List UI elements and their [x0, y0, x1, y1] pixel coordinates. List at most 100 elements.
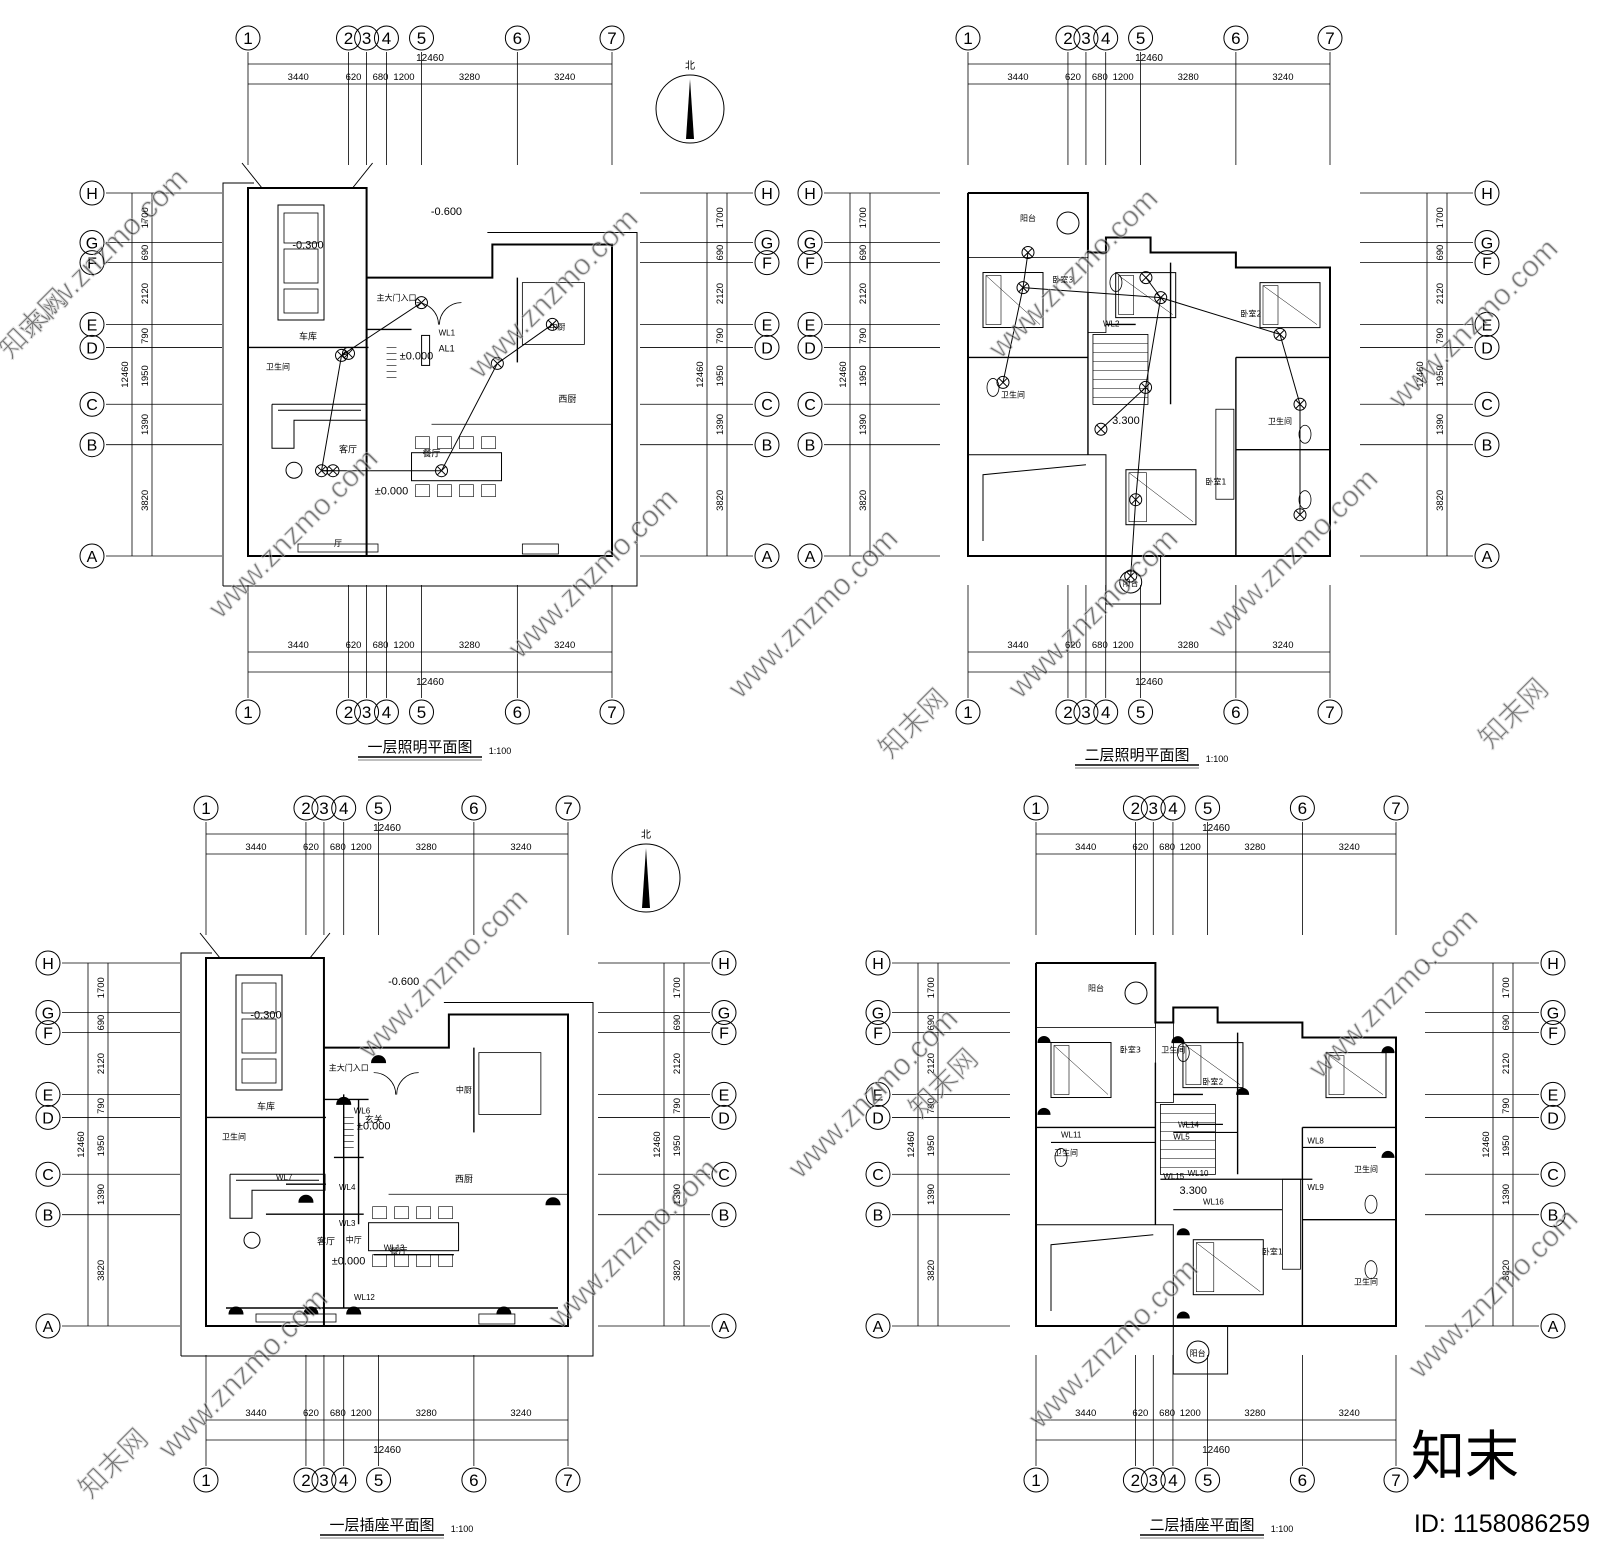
dimension-value: 3280: [416, 842, 437, 853]
dimension-value: 1700: [96, 977, 107, 998]
grid-row-label: C: [86, 397, 98, 414]
dimension-value: 1390: [140, 414, 151, 435]
grid-row-label: F: [43, 1026, 53, 1043]
grid-row-label: C: [761, 397, 773, 414]
grid-bubble: [35, 1202, 61, 1228]
room-label: 阳台: [1088, 983, 1104, 993]
grid-row-label: H: [718, 956, 730, 973]
toilet-icon: [1364, 1260, 1378, 1280]
room-label: 玄关: [365, 1113, 383, 1125]
socket-icon: [496, 1306, 512, 1315]
grid-column-label: 4: [339, 1471, 348, 1490]
dimension-value: 1390: [672, 1184, 683, 1205]
grid-row-label: F: [1548, 1026, 1558, 1043]
dimension-total: 12460: [906, 1131, 917, 1157]
circuit-label: WL9: [1307, 1183, 1324, 1192]
socket-icon: [303, 1306, 319, 1315]
corner-logo: 知末: [1411, 1425, 1519, 1488]
exterior-wall: [323, 1013, 569, 1327]
light-fixture-icon: [996, 375, 1010, 389]
plan-line: [1328, 1055, 1384, 1095]
dimension-value: 620: [1065, 640, 1081, 651]
grid-bubble: [1128, 25, 1154, 51]
watermark-logo: 知末网: [1472, 672, 1555, 755]
dimension-value: 790: [1435, 328, 1446, 344]
plan-rect: [241, 1058, 277, 1084]
grid-row-label: C: [804, 397, 816, 414]
grid-row-label: B: [719, 1208, 730, 1225]
grid-bubble: [1073, 699, 1099, 725]
grid-row-label: B: [1548, 1208, 1559, 1225]
socket-icon: [298, 1194, 314, 1203]
dimension-value: 1700: [1435, 207, 1446, 228]
door-swing: [373, 1072, 397, 1095]
dimension-value: 680: [1092, 640, 1108, 651]
grid-bubble: [1055, 25, 1081, 51]
dimension-value: 790: [1501, 1098, 1512, 1114]
grid-row-label: H: [86, 186, 98, 203]
level-mark: -0.300: [292, 240, 323, 252]
grid-bubble: [331, 1467, 357, 1493]
grid-column-label: 3: [1149, 1471, 1158, 1490]
plan-rect: [478, 1313, 516, 1325]
grid-bubble: [1474, 543, 1500, 569]
grid-bubble: [1289, 795, 1315, 821]
grid-bubble: [754, 250, 780, 276]
drawing-title: 二层插座平面图: [1149, 1516, 1254, 1534]
grid-row-label: H: [804, 186, 816, 203]
grid-row-label: F: [87, 256, 97, 273]
grid-column-label: 1: [201, 799, 210, 818]
grid-column-label: 6: [1298, 799, 1307, 818]
grid-column-label: 2: [301, 1471, 310, 1490]
grid-column-label: 2: [1063, 703, 1072, 722]
dimension-value: 1200: [1113, 640, 1134, 651]
room-label: 中厅: [346, 1235, 362, 1245]
dimension-value: 3440: [1075, 842, 1096, 853]
grid-bubble: [1383, 1467, 1409, 1493]
plan-poly: [1050, 1234, 1154, 1311]
grid-bubble: [35, 1020, 61, 1046]
plan-line: [1022, 287, 1161, 299]
grid-column-label: 4: [1101, 703, 1110, 722]
grid-bubble: [79, 250, 105, 276]
grid-bubble: [1055, 699, 1081, 725]
plan-rect: [416, 1206, 431, 1220]
grid-bubble: [555, 1467, 581, 1493]
circuit-label: WL5: [1173, 1132, 1190, 1141]
room-label: 客厅: [339, 444, 357, 456]
dimension-value: 1700: [926, 977, 937, 998]
distribution-panel-label: AL1: [439, 343, 455, 353]
plan-poly: [199, 932, 221, 959]
grid-row-label: E: [762, 317, 773, 334]
grid-row-label: G: [718, 1006, 730, 1023]
grid-bubble: [35, 1000, 61, 1026]
grid-row-label: H: [872, 956, 884, 973]
plan-line: [1279, 334, 1301, 405]
plan-rect: [277, 204, 325, 321]
light-fixture-icon: [335, 348, 349, 362]
socket-icon: [1037, 1036, 1051, 1044]
grid-bubble: [1093, 699, 1119, 725]
plan-line: [1130, 499, 1137, 577]
grid-row-label: A: [1548, 1319, 1559, 1336]
circuit-label: WL3: [339, 1219, 356, 1228]
grid-bubble: [1383, 795, 1409, 821]
socket-icon: [336, 1096, 352, 1105]
dimension-value: 1950: [715, 365, 726, 386]
dimension-value: 620: [303, 842, 319, 853]
plan-rect: [1050, 1042, 1112, 1099]
dimension-value: 2120: [96, 1053, 107, 1074]
grid-bubble: [336, 25, 362, 51]
dimension-value: 690: [715, 245, 726, 261]
grid-row-label: E: [87, 317, 98, 334]
grid-row-label: G: [42, 1006, 54, 1023]
grid-bubble: [865, 1313, 891, 1339]
grid-column-label: 4: [1168, 799, 1177, 818]
room-label: 西厨: [455, 1174, 473, 1185]
watermark-text: www.znzmo.com: [1381, 232, 1564, 415]
grid-bubble: [235, 25, 261, 51]
grid-bubble: [1317, 699, 1343, 725]
